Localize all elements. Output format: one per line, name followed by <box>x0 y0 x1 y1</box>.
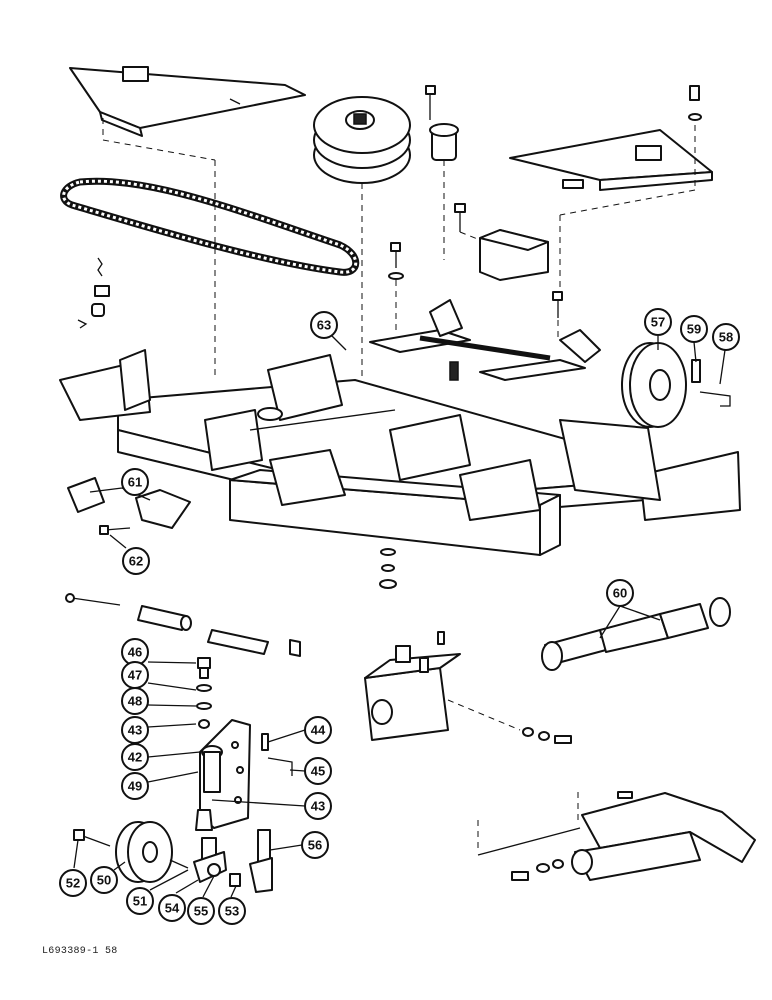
svg-text:46: 46 <box>128 645 142 660</box>
left-belt-shield <box>69 66 306 380</box>
callout-43-upper: 43 <box>121 716 149 744</box>
callout-44: 44 <box>304 716 332 744</box>
caster-wheel <box>73 821 173 883</box>
callout-60: 60 <box>606 579 634 607</box>
callout-51: 51 <box>126 887 154 915</box>
washer-stack <box>379 548 397 589</box>
mower-deck-frame <box>59 349 741 556</box>
drawing-code: L693389-1 58 <box>42 946 118 957</box>
svg-text:53: 53 <box>225 904 239 919</box>
svg-text:55: 55 <box>194 904 208 919</box>
drive-pulley <box>313 96 411 184</box>
gearbox <box>364 631 572 744</box>
svg-text:43: 43 <box>311 799 325 814</box>
svg-text:56: 56 <box>308 838 322 853</box>
svg-text:43: 43 <box>128 723 142 738</box>
callout-45: 45 <box>304 757 332 785</box>
gauge-wheel <box>621 342 731 428</box>
callout-42: 42 <box>121 743 149 771</box>
svg-text:50: 50 <box>97 873 111 888</box>
svg-text:42: 42 <box>128 750 142 765</box>
callout-55: 55 <box>187 897 215 925</box>
callout-62: 62 <box>122 547 150 575</box>
svg-text:57: 57 <box>651 315 665 330</box>
roller-and-axle <box>65 593 301 657</box>
callout-54: 54 <box>158 894 186 922</box>
svg-text:58: 58 <box>719 330 733 345</box>
svg-text:47: 47 <box>128 668 142 683</box>
leader-lines <box>73 335 726 898</box>
drive-belt <box>60 177 360 276</box>
callout-56: 56 <box>301 831 329 859</box>
svg-text:51: 51 <box>133 894 147 909</box>
callout-59: 59 <box>680 315 708 343</box>
svg-text:60: 60 <box>613 586 627 601</box>
svg-text:61: 61 <box>128 475 142 490</box>
svg-text:44: 44 <box>311 723 326 738</box>
discharge-deflector <box>477 791 756 881</box>
mounting-bracket <box>454 203 549 281</box>
pulley-hub <box>361 85 459 380</box>
callout-50: 50 <box>90 866 118 894</box>
svg-text:49: 49 <box>128 779 142 794</box>
svg-text:54: 54 <box>165 901 180 916</box>
svg-text:45: 45 <box>311 764 325 779</box>
caster-hardware <box>196 657 212 729</box>
svg-text:63: 63 <box>317 318 331 333</box>
caster-fork <box>169 829 273 893</box>
callout-57: 57 <box>644 308 672 336</box>
drive-shaft-assembly <box>541 597 731 671</box>
callout-43-lower: 43 <box>304 792 332 820</box>
svg-text:48: 48 <box>128 694 142 709</box>
callout-48: 48 <box>121 687 149 715</box>
callout-46: 46 <box>121 638 149 666</box>
bolts-and-washers <box>77 242 563 340</box>
callout-53: 53 <box>218 897 246 925</box>
callout-61: 61 <box>121 468 149 496</box>
svg-text:62: 62 <box>129 554 143 569</box>
callout-47: 47 <box>121 661 149 689</box>
idler-plate-assembly <box>369 299 601 381</box>
callout-63: 63 <box>310 311 338 339</box>
callout-58: 58 <box>712 323 740 351</box>
callout-52: 52 <box>59 869 87 897</box>
callout-49: 49 <box>121 772 149 800</box>
svg-text:59: 59 <box>687 322 701 337</box>
svg-text:52: 52 <box>66 876 80 891</box>
right-belt-shield <box>509 85 713 290</box>
caster-mount-plate <box>195 719 293 831</box>
